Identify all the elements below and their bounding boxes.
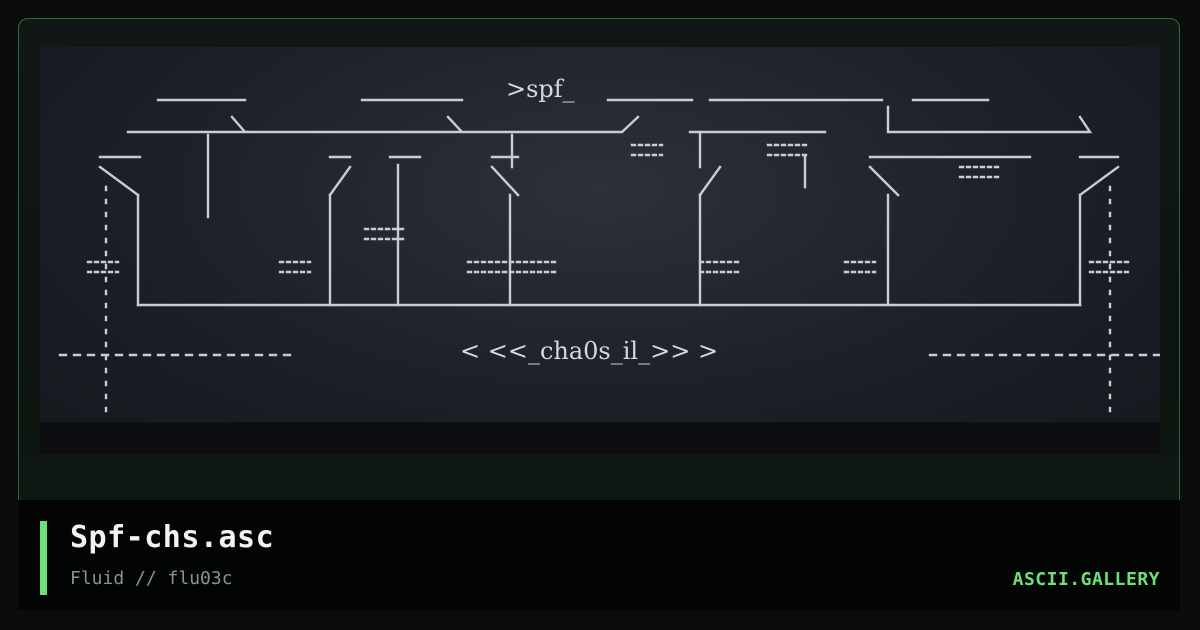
artwork-title: Spf-chs.asc xyxy=(70,520,275,555)
accent-bar xyxy=(40,521,47,595)
ascii-art-header-text: >spf_ xyxy=(506,75,575,103)
site-brand: ASCII.GALLERY xyxy=(1012,569,1160,590)
info-footer: Spf-chs.asc Fluid // flu03c ASCII.GALLER… xyxy=(18,500,1180,610)
ascii-art-drawing: >spf_ < <<_cha0s_il_>> > xyxy=(58,75,1160,421)
ascii-art-shadow-band xyxy=(40,422,1160,454)
ascii-art-caption-text: < <<_cha0s_il_>> > xyxy=(460,337,718,365)
artist-credit: Fluid // flu03c xyxy=(70,568,233,589)
ascii-art-lines xyxy=(58,98,1160,421)
ascii-art-preview: >spf_ < <<_cha0s_il_>> > xyxy=(40,47,1160,454)
